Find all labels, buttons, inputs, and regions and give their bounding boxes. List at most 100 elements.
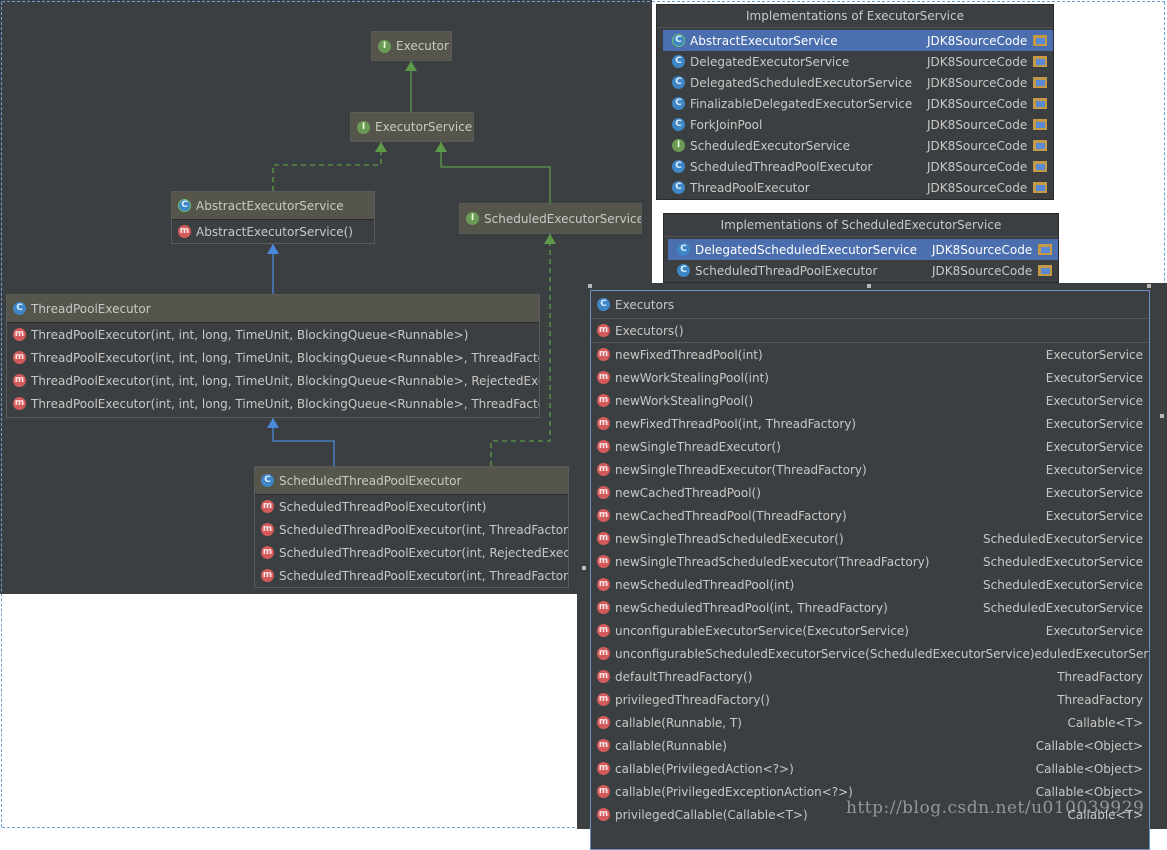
edge-stpe-implements — [490, 234, 556, 466]
method-name: ThreadPoolExecutor(int, int, long, TimeU… — [31, 396, 540, 411]
uml-node-executorservice[interactable]: I ExecutorService — [350, 112, 474, 142]
static-method-icon: m — [597, 739, 610, 752]
method-name: newSingleThreadExecutor(ThreadFactory) — [615, 462, 867, 477]
implementation-name: ThreadPoolExecutor — [690, 180, 810, 195]
method-name: ThreadPoolExecutor(int, int, long, TimeU… — [31, 327, 469, 342]
resize-handle[interactable] — [1160, 414, 1164, 418]
method-row[interactable]: m AbstractExecutorService() — [172, 220, 374, 243]
node-title: AbstractExecutorService — [196, 198, 344, 213]
static-method-icon: m — [597, 532, 610, 545]
module-folder-icon — [1033, 35, 1047, 46]
static-method-icon: m — [597, 371, 610, 384]
class-icon: C — [672, 76, 685, 89]
module-name: JDK8SourceCode — [932, 242, 1033, 257]
implementation-name: ScheduledThreadPoolExecutor — [695, 263, 878, 278]
static-method-icon: m — [597, 762, 610, 775]
uml-node-executor[interactable]: I Executor — [371, 31, 452, 61]
constructor-row[interactable]: m Executors() — [591, 319, 1149, 342]
resize-handle[interactable] — [588, 284, 592, 288]
module-name: JDK8SourceCode — [932, 263, 1033, 278]
uml-node-abstractexecutorservice[interactable]: C AbstractExecutorService m AbstractExec… — [171, 191, 375, 244]
resize-handle[interactable] — [867, 284, 871, 288]
return-type: ExecutorService — [1045, 485, 1143, 500]
method-name: newCachedThreadPool(ThreadFactory) — [615, 508, 847, 523]
node-header: C ThreadPoolExecutor — [7, 295, 539, 323]
method-name: privilegedCallable(Callable<T>) — [615, 807, 808, 822]
static-method-icon: m — [597, 785, 610, 798]
method-name: ThreadPoolExecutor(int, int, long, TimeU… — [31, 350, 540, 365]
module-folder-icon — [1033, 56, 1047, 67]
method-name: unconfigurableScheduledExecutorService(S… — [615, 646, 1035, 661]
static-method-icon: m — [597, 670, 610, 683]
resize-handle[interactable] — [1147, 284, 1151, 288]
return-type: ExecutorService — [1045, 462, 1143, 477]
return-type: ScheduledExecutorService — [983, 531, 1143, 546]
static-method-icon: m — [597, 348, 610, 361]
method-name: newCachedThreadPool() — [615, 485, 761, 500]
return-type: ExecutorService — [1045, 623, 1143, 638]
return-type: Callable<Object> — [1035, 784, 1143, 799]
implementation-name: DelegatedScheduledExecutorService — [695, 242, 918, 257]
implementation-name: DelegatedExecutorService — [690, 54, 850, 69]
implementation-name: FinalizableDelegatedExecutorService — [690, 96, 913, 111]
method-name: callable(PrivilegedAction<?>) — [615, 761, 794, 776]
edge-scheduled-es-extends — [435, 142, 551, 203]
method-icon: m — [261, 523, 274, 536]
static-method-icon: m — [597, 716, 610, 729]
return-type: ExecutorService — [1045, 393, 1143, 408]
constructor-name: Executors() — [615, 323, 684, 338]
method-name: newSingleThreadScheduledExecutor(ThreadF… — [615, 554, 930, 569]
method-name: newSingleThreadExecutor() — [615, 439, 781, 454]
node-header: C ScheduledThreadPoolExecutor — [255, 467, 568, 495]
class-icon: C — [672, 118, 685, 131]
implementation-name: ScheduledThreadPoolExecutor — [690, 159, 873, 174]
uml-node-scheduledexecutorservice[interactable]: I ScheduledExecutorService — [459, 203, 642, 234]
implementations-scheduledexecutorservice-popup[interactable]: Implementations of ScheduledExecutorServ… — [663, 213, 1059, 283]
resize-handle[interactable] — [582, 566, 586, 570]
section-divider — [591, 342, 1149, 343]
